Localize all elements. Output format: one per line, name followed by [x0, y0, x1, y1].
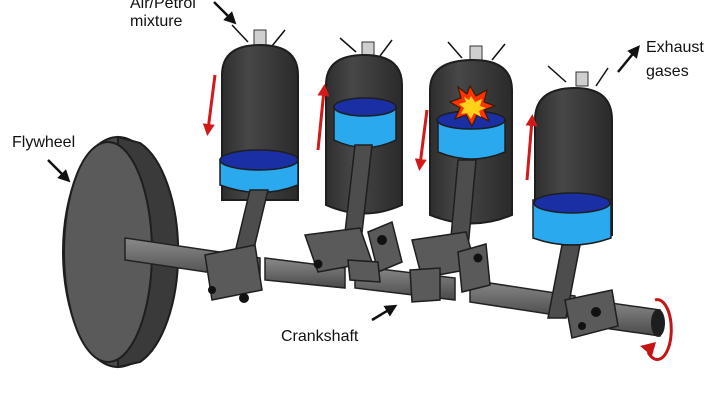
exhaust-label-line1: Exhaust: [646, 39, 704, 56]
exhaust-label-line2: gases: [646, 63, 689, 80]
intake-label-line1: Air/Petrol: [130, 0, 196, 12]
cylinder-2: [303, 37, 403, 283]
cylinder-1: [204, 24, 299, 303]
rotation-arrow-icon: [640, 298, 673, 362]
cylinder-4: [532, 65, 619, 339]
crankshaft-label: Crankshaft: [281, 328, 359, 345]
spark-explosion-icon: [448, 84, 497, 128]
pointer-arrow-icon: [47, 1, 640, 322]
flywheel-label: Flywheel: [12, 134, 76, 151]
intake-label-line2: mixture: [130, 13, 183, 30]
cylinder-3: [409, 41, 513, 303]
motion-arrow-icon: [202, 74, 538, 181]
